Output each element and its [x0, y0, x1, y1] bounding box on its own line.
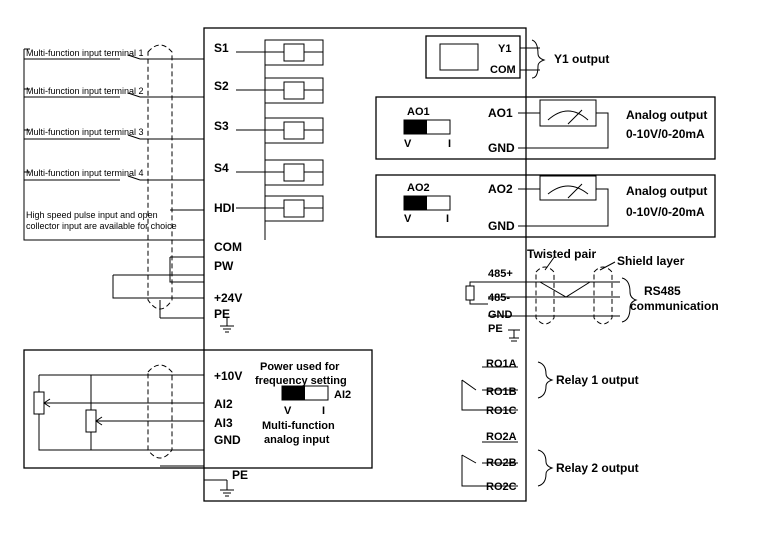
ai2-switch-knob — [282, 386, 305, 400]
shield-layer-label: Shield layer — [617, 254, 685, 268]
analog-input-note-line-1: Multi-function — [262, 420, 335, 432]
relay1-b-terminal: RO1B — [486, 386, 517, 398]
input-label-2: Multi-function input terminal 2 — [26, 86, 144, 96]
rs485-pe-terminal: PE — [488, 323, 503, 335]
y1-output-label: Y1 output — [554, 52, 609, 66]
y1-output — [425, 35, 546, 79]
ao2-section — [375, 174, 716, 238]
terminal-s4: S4 — [214, 161, 229, 175]
relay2-c-terminal: RO2C — [486, 481, 517, 493]
potentiometer-1 — [33, 391, 45, 415]
ao1-gnd-terminal: GND — [488, 141, 515, 155]
rs485-gnd-terminal: GND — [488, 309, 513, 321]
ao2-gnd-terminal: GND — [488, 219, 515, 233]
relay1-output-label: Relay 1 output — [556, 373, 639, 387]
terminal-ai3: AI3 — [214, 416, 233, 430]
ao1-terminal: AO1 — [488, 106, 513, 120]
analog-shield-oval — [147, 364, 173, 459]
input-label-4: Multi-function input terminal 4 — [26, 168, 144, 178]
ao1-output-range: 0-10V/0-20mA — [626, 127, 705, 141]
rs485-label-line-1: RS485 — [644, 284, 681, 298]
opto-s2 — [264, 77, 324, 104]
opto-s1 — [264, 39, 324, 66]
input-shield-oval — [147, 44, 173, 310]
terminal-s2: S2 — [214, 79, 229, 93]
relay-wiring — [461, 361, 554, 487]
ao1-section — [375, 96, 716, 160]
ao2-output-label: Analog output — [626, 184, 707, 198]
ao2-switch-label: AO2 — [407, 182, 430, 194]
power-note-line-2: frequency setting — [255, 375, 347, 387]
terminal-pw: PW — [214, 259, 234, 273]
terminal-pe-lower: PE — [232, 468, 248, 482]
rs485-minus-terminal: 485- — [488, 292, 510, 304]
ao1-switch-v: V — [404, 138, 412, 150]
input-label-1: Multi-function input terminal 1 — [26, 48, 144, 58]
ai2-switch-i: I — [322, 405, 325, 417]
relay2-b-terminal: RO2B — [486, 457, 517, 469]
hdi-note-line-1: High speed pulse input and open — [26, 210, 158, 220]
opto-s3 — [264, 117, 324, 144]
rs485-plus-terminal: 485+ — [488, 268, 513, 280]
ao2-switch-v: V — [404, 213, 412, 225]
ao1-meter — [539, 99, 597, 127]
opto-s4 — [264, 159, 324, 186]
terminal-10v: +10V — [214, 369, 242, 383]
hdi-note-line-2: collector input are available for choice — [26, 221, 177, 231]
digital-inputs — [23, 48, 234, 333]
y1-terminal: Y1 — [498, 43, 511, 55]
relay2-a-terminal: RO2A — [486, 431, 517, 443]
inverter-box — [203, 27, 527, 502]
terminal-s3: S3 — [214, 119, 229, 133]
y1-com-terminal: COM — [490, 64, 516, 76]
terminal-hdi: HDI — [214, 201, 235, 215]
terminal-ai2: AI2 — [214, 397, 233, 411]
ao2-switch-i: I — [446, 213, 449, 225]
rs485-wiring — [465, 255, 638, 342]
relay1-a-terminal: RO1A — [486, 358, 517, 370]
input-label-3: Multi-function input terminal 3 — [26, 127, 144, 137]
input-optocouplers — [236, 39, 324, 240]
ao1-switch-label: AO1 — [407, 106, 430, 118]
relay2-output-label: Relay 2 output — [556, 461, 639, 475]
analog-input-note-line-2: analog input — [264, 434, 330, 446]
ao2-terminal: AO2 — [488, 182, 513, 196]
opto-hdi — [264, 195, 324, 222]
rs485-label-line-2: communication — [630, 299, 719, 313]
terminal-com: COM — [214, 240, 242, 254]
ao1-output-label: Analog output — [626, 108, 707, 122]
ai2-switch-v: V — [284, 405, 292, 417]
ao2-meter — [539, 175, 597, 201]
ai2-switch-label: AI2 — [334, 389, 351, 401]
relay1-c-terminal: RO1C — [486, 405, 517, 417]
potentiometer-2 — [85, 409, 97, 433]
power-note-line-1: Power used for — [260, 361, 340, 373]
twisted-pair-label: Twisted pair — [527, 247, 596, 261]
ao1-switch-i: I — [448, 138, 451, 150]
terminal-s1: S1 — [214, 41, 229, 55]
analog-input-section — [23, 349, 373, 497]
terminal-24v: +24V — [214, 291, 242, 305]
terminal-gnd: GND — [214, 433, 241, 447]
analog-input-box — [23, 349, 373, 469]
ao2-output-range: 0-10V/0-20mA — [626, 205, 705, 219]
terminal-pe: PE — [214, 307, 230, 321]
